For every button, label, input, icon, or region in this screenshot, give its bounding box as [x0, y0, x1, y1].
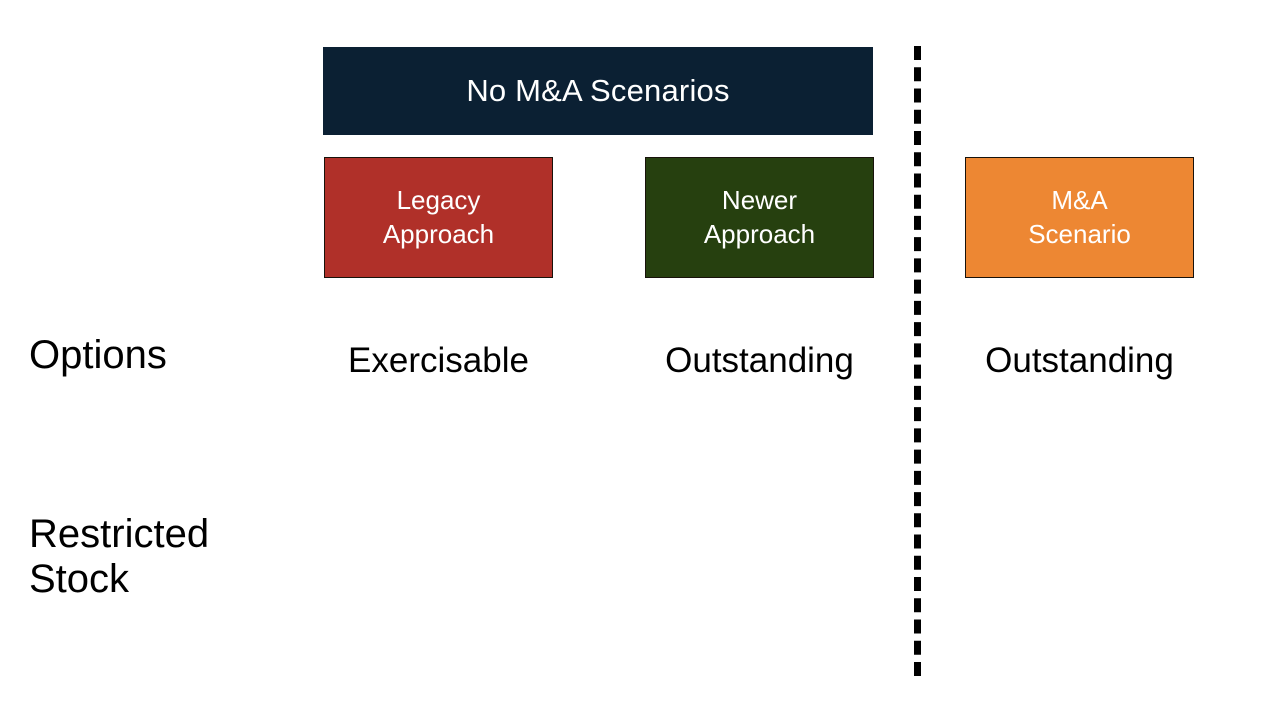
column-header-newer-approach[interactable]: Newer Approach: [645, 157, 874, 278]
cell-options-mna: Outstanding: [985, 341, 1174, 380]
column-header-newer-approach-label: Newer Approach: [703, 185, 816, 249]
row-label-options: Options: [29, 333, 167, 377]
column-header-mna-scenario-label: M&A Scenario: [1028, 185, 1131, 249]
row-label-restricted-stock: Restricted Stock: [29, 512, 210, 601]
cell-options-legacy: Exercisable: [348, 341, 529, 380]
column-header-legacy-approach-label: Legacy Approach: [382, 185, 495, 249]
mna-section-divider: [914, 46, 921, 676]
column-header-legacy-approach[interactable]: Legacy Approach: [324, 157, 553, 278]
group-header-no-mna-scenarios: No M&A Scenarios: [323, 47, 873, 135]
cell-options-newer: Outstanding: [665, 341, 854, 380]
group-header-label: No M&A Scenarios: [466, 72, 730, 108]
column-header-mna-scenario[interactable]: M&A Scenario: [965, 157, 1194, 278]
